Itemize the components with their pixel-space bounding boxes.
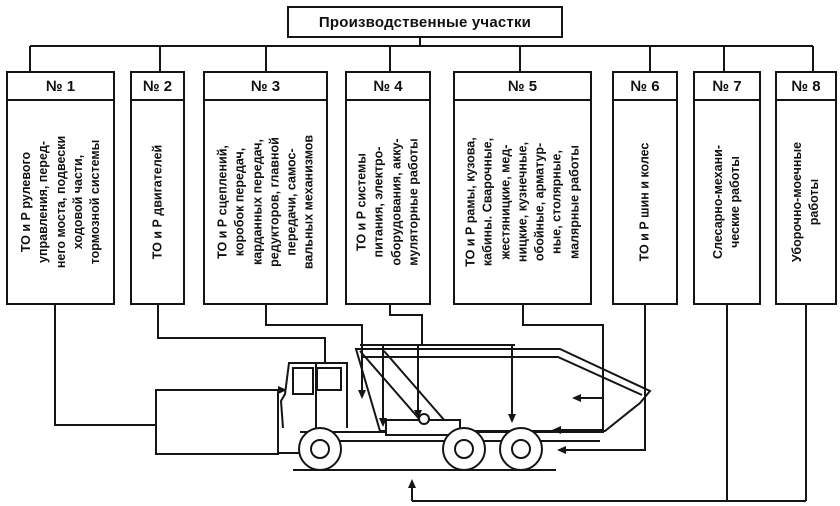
truck-lift-pivot xyxy=(418,413,430,425)
section-box-8: № 8 Уборочно-моечные работы xyxy=(775,71,837,305)
callout-rectangle xyxy=(155,389,279,455)
truck-rear-hub-1 xyxy=(454,439,474,459)
section-number: № 4 xyxy=(347,73,429,101)
truck-bed-inner-line xyxy=(362,356,643,396)
page-title-text: Производственные участки xyxy=(318,13,532,31)
truck-rear-wheel-2 xyxy=(499,427,543,471)
section-number: № 2 xyxy=(132,73,183,101)
section-number: № 6 xyxy=(614,73,676,101)
section-label: ТО и Р двигателей xyxy=(149,144,164,260)
truck-illustration xyxy=(279,348,652,471)
section-box-5: № 5 ТО и Р рамы, кузова, кабины. Сварочн… xyxy=(453,71,592,305)
connector-lines xyxy=(54,303,807,502)
title-bus-lines xyxy=(29,34,814,71)
truck-windshield xyxy=(292,367,314,395)
truck-bed-braces xyxy=(359,350,453,430)
section-box-6: № 6 ТО и Р шин и колес xyxy=(612,71,678,305)
section-box-7: № 7 Слесарно-механи- ческие работы xyxy=(693,71,761,305)
section-label: Уборочно-моечные работы xyxy=(789,141,821,263)
truck-front-wheel xyxy=(298,427,342,471)
section-label: ТО и Р рулевого управления, перед- него … xyxy=(18,135,102,269)
truck-rear-hub-2 xyxy=(511,439,531,459)
truck-front-hub xyxy=(310,439,330,459)
section-label: Слесарно-механи- ческие работы xyxy=(710,145,742,259)
section-box-2: № 2 ТО и Р двигателей xyxy=(130,71,185,305)
section-box-4: № 4 ТО и Р системы питания, электро- обо… xyxy=(345,71,431,305)
section-number: № 1 xyxy=(8,73,113,101)
section-box-3: № 3 ТО и Р сцеплений, коробок передач, к… xyxy=(203,71,328,305)
section-number: № 5 xyxy=(455,73,590,101)
truck-dump-bed xyxy=(354,348,652,432)
section-number: № 8 xyxy=(777,73,835,101)
section-label: ТО и Р шин и колес xyxy=(637,142,652,262)
section-label: ТО и Р сцеплений, коробок передач, карда… xyxy=(214,134,315,270)
section-box-1: № 1 ТО и Р рулевого управления, перед- н… xyxy=(6,71,115,305)
page-title: Производственные участки xyxy=(287,6,563,38)
section-number: № 3 xyxy=(205,73,326,101)
section-number: № 7 xyxy=(695,73,759,101)
section-label: ТО и Р системы питания, электро- оборудо… xyxy=(354,138,421,266)
truck-cab xyxy=(279,362,348,429)
section-label: ТО и Р рамы, кузова, кабины. Сварочные, … xyxy=(463,137,581,267)
truck-rear-wheel-1 xyxy=(442,427,486,471)
